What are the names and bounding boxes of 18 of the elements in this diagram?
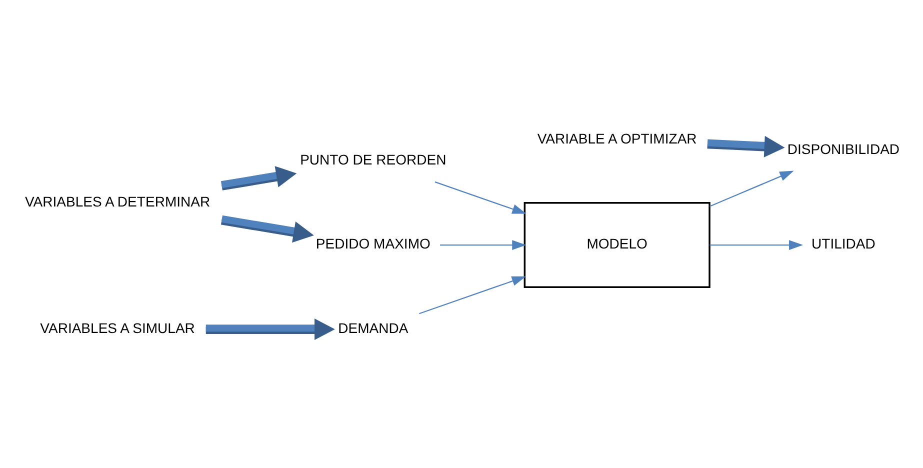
node-text: VARIABLE A OPTIMIZAR (537, 130, 697, 146)
arrow (206, 318, 335, 340)
node-box: MODELO (524, 202, 710, 288)
arrow (220, 214, 314, 242)
node-text: VARIABLES A SIMULAR (40, 319, 195, 336)
node-text: DISPONIBILIDAD (787, 140, 900, 156)
arrow (710, 240, 804, 250)
node-text: VARIABLES A DETERMINAR (24, 193, 210, 210)
node-text: PEDIDO MAXIMO (316, 235, 430, 252)
node-text: PUNTO DE REORDEN (300, 150, 446, 167)
arrow (419, 276, 526, 314)
node-text: DEMANDA (338, 319, 408, 336)
arrow (220, 166, 297, 190)
arrow (710, 170, 794, 206)
arrow (707, 135, 785, 157)
arrow (434, 180, 526, 214)
arrow (440, 240, 526, 250)
node-text: UTILIDAD (812, 235, 876, 252)
